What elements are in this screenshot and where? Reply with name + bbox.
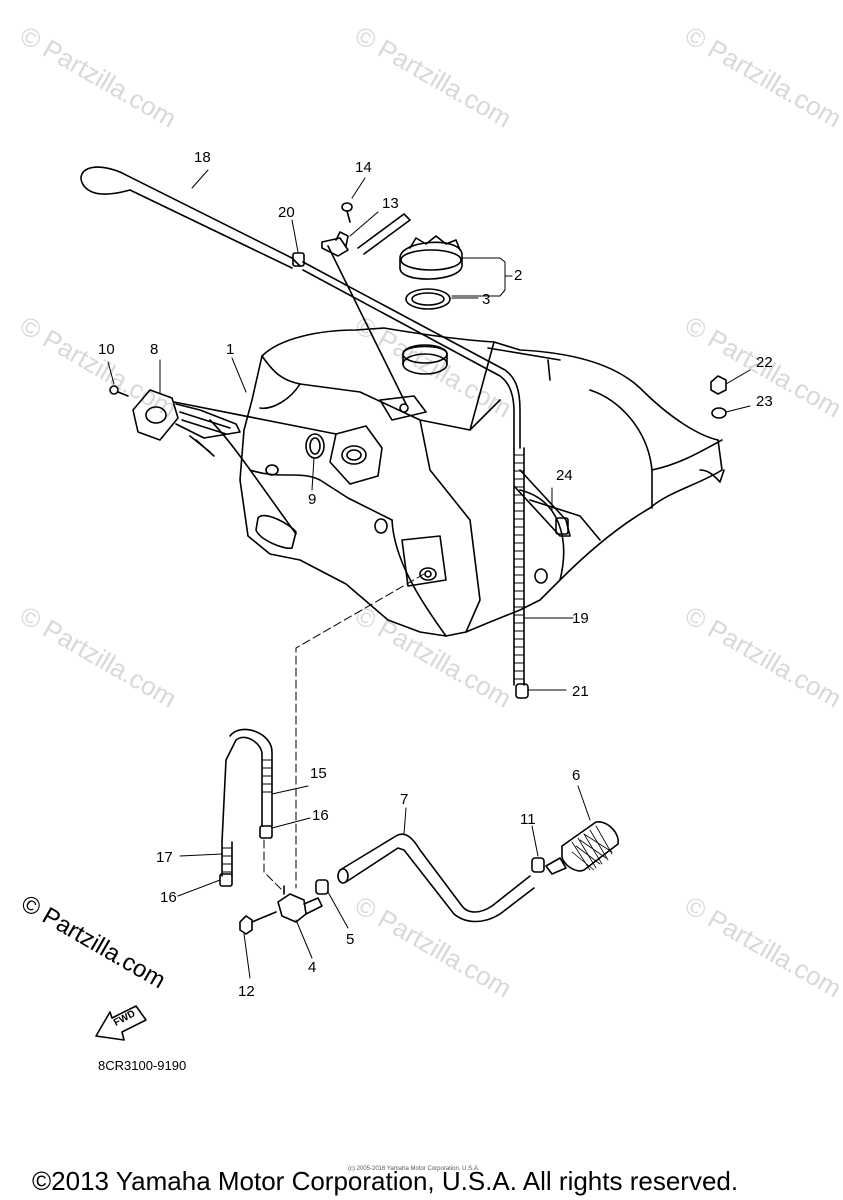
washer-23	[711, 407, 727, 419]
fuel-hose-15	[221, 728, 273, 843]
hose-end-cap	[515, 683, 529, 699]
diagram-code: 8CR3100-9190	[98, 1058, 187, 1073]
callout-24: 24	[556, 467, 573, 484]
corrugated-hose	[513, 447, 525, 686]
callout-16a: 16	[312, 807, 329, 824]
fuel-line-guide	[295, 573, 425, 889]
breather-valve	[321, 213, 411, 405]
fuel-cap	[399, 235, 463, 280]
callout-4: 4	[308, 959, 317, 976]
callout-23: 23	[756, 393, 773, 410]
fuel-gauge-plug	[305, 433, 325, 459]
fuel-hose-17	[221, 841, 233, 877]
callout-22: 22	[756, 354, 773, 371]
hose-clamp-11	[531, 857, 545, 873]
callout-3: 3	[482, 291, 491, 308]
inline-strainer	[255, 514, 297, 550]
fuel-cock	[277, 885, 323, 923]
vent-hose	[80, 166, 301, 269]
callout-1: 1	[226, 341, 235, 358]
nut-22	[710, 375, 727, 395]
callout-10: 10	[98, 341, 115, 358]
fwd-arrow-icon	[95, 1005, 147, 1041]
callout-2: 2	[514, 267, 523, 284]
callout-15: 15	[310, 765, 327, 782]
leader-lines	[107, 169, 751, 979]
callout-13: 13	[382, 195, 399, 212]
callout-6: 6	[572, 767, 581, 784]
callout-7: 7	[400, 791, 409, 808]
fuel-hose-7	[337, 833, 535, 923]
fuel-filter	[545, 821, 619, 875]
callout-18: 18	[194, 149, 211, 166]
callout-17: 17	[156, 849, 173, 866]
hose-clip	[292, 252, 305, 267]
hose-clip-16	[259, 825, 273, 839]
callout-20: 20	[278, 204, 295, 221]
bolt-12	[239, 911, 277, 935]
callout-19: 19	[572, 610, 589, 627]
callout-14: 14	[355, 159, 372, 176]
fuel-sender-plate	[132, 389, 337, 535]
callout-12: 12	[238, 983, 255, 1000]
tiny-copyright: (c) 2005-2016 Yamaha Motor Corporation, …	[348, 1166, 480, 1172]
callout-9: 9	[308, 491, 317, 508]
tank-strap	[513, 469, 571, 537]
fuel-cap-gasket	[405, 288, 451, 310]
callout-5: 5	[346, 931, 355, 948]
screw-10	[109, 385, 129, 397]
fuel-tank	[239, 327, 725, 637]
callout-16b: 16	[160, 889, 177, 906]
copyright-footer: ©2013 Yamaha Motor Corporation, U.S.A. A…	[32, 1166, 739, 1196]
callout-8: 8	[150, 341, 159, 358]
screw-14	[341, 202, 353, 223]
callout-11: 11	[520, 811, 536, 828]
breather-hose	[302, 261, 521, 449]
callout-21: 21	[572, 683, 589, 700]
hose-clamp-5	[315, 879, 329, 895]
